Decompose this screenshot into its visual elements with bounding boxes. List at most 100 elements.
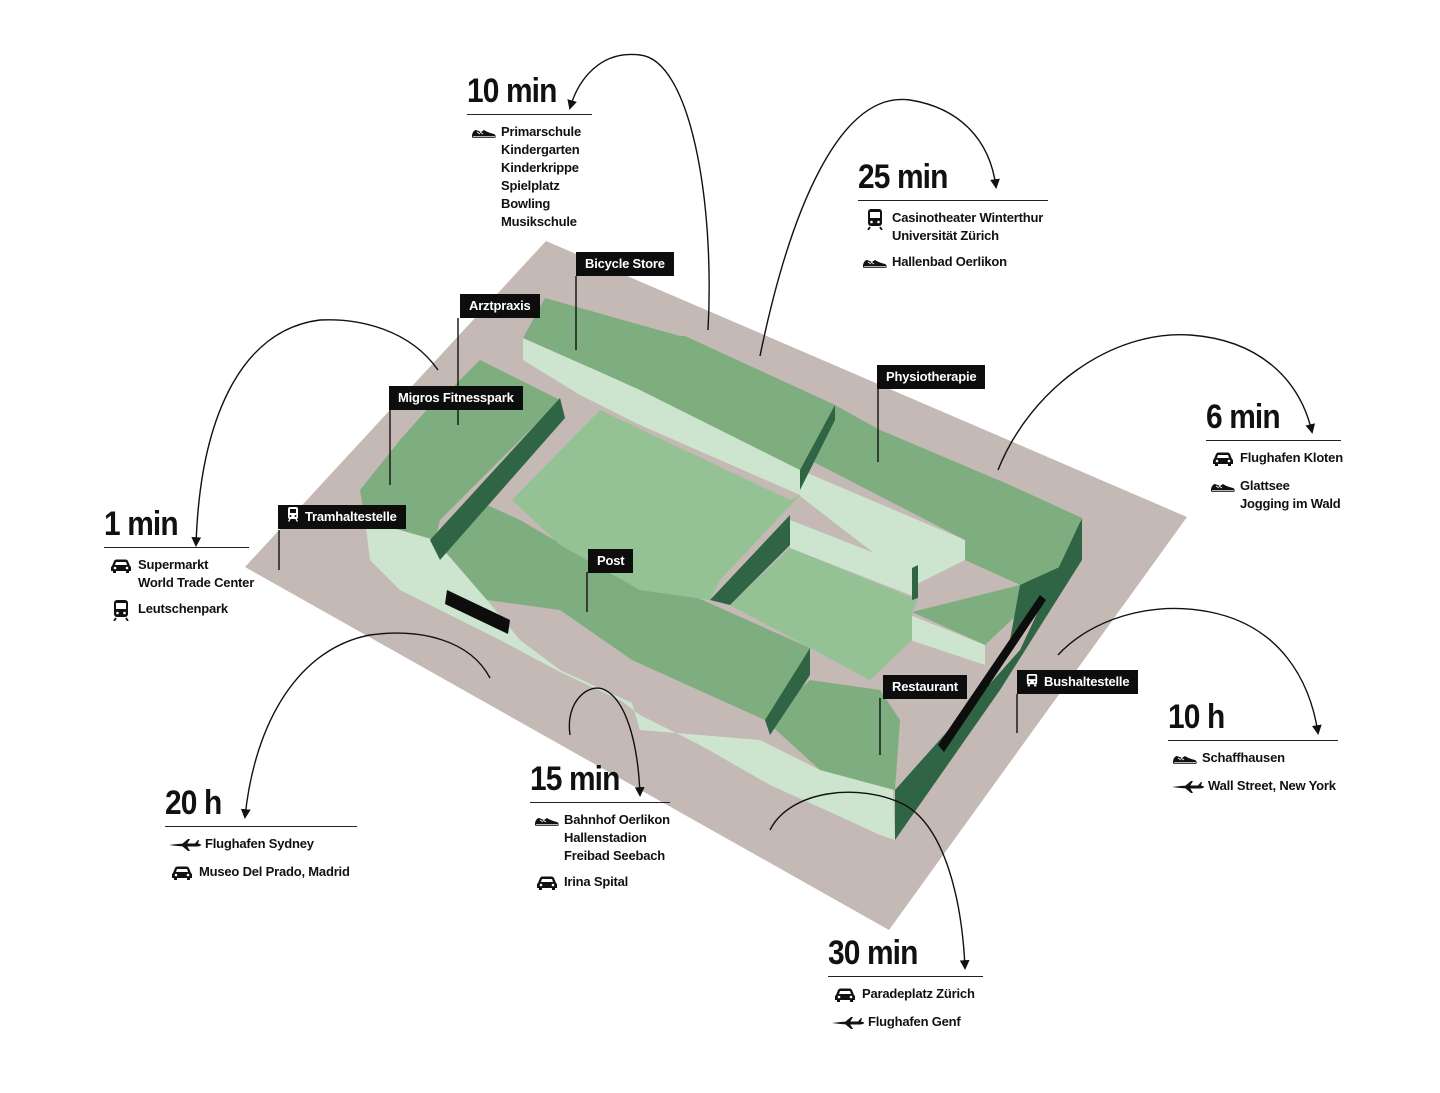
destination-list: Irina Spital	[564, 873, 628, 891]
tag-restaurant: Restaurant	[883, 675, 967, 699]
tag-bushaltestelle: Bushaltestelle	[1017, 670, 1139, 695]
group-10h: 10 h Schaffhausen Wall Street, New York	[1168, 698, 1338, 805]
mode-row: Museo Del Prado, Madrid	[165, 863, 357, 883]
heading-rule	[530, 802, 670, 803]
tag-label: Bicycle Store	[585, 256, 665, 271]
destination-item: Musikschule	[501, 214, 577, 229]
arcade-slot	[938, 595, 1046, 752]
destination-item: Flughafen Kloten	[1240, 450, 1343, 465]
destination-item: Freibad Seebach	[564, 848, 666, 863]
tag-tramhaltestelle: Tramhaltestelle	[278, 505, 406, 529]
travel-time-heading: 15 min	[530, 760, 620, 798]
arc-6min	[997, 334, 1316, 471]
mode-row: Hallenbad Oerlikon	[858, 253, 1048, 273]
destination-item: Glattsee	[1240, 478, 1290, 493]
heading-rule	[1168, 740, 1338, 741]
destination-item: Irina Spital	[564, 874, 629, 889]
mode-row: Flughafen Genf	[828, 1013, 983, 1033]
airplane-icon	[165, 835, 205, 855]
arc-10min	[567, 53, 710, 331]
destination-item: Bahnhof Oerlikon	[564, 812, 670, 827]
heading-rule	[104, 547, 249, 548]
car-icon	[530, 873, 564, 893]
heading-rule	[858, 200, 1048, 201]
destination-list: Flughafen Kloten	[1240, 449, 1343, 467]
arc-20h	[240, 632, 491, 819]
mode-row: Flughafen Kloten	[1206, 449, 1343, 469]
destination-item: Supermarkt	[138, 557, 209, 572]
destination-item: Casinotheater Winterthur	[892, 210, 1044, 225]
tag-label: Restaurant	[892, 679, 958, 694]
arc-10h	[1057, 607, 1322, 735]
destination-list: Wall Street, New York	[1208, 777, 1336, 795]
car-icon	[104, 556, 138, 576]
mode-row: Leutschenpark	[104, 600, 249, 621]
walking-shoe-icon	[530, 811, 564, 831]
tag-label: Post	[597, 553, 625, 568]
tram-icon	[104, 600, 138, 621]
destination-item: Flughafen Genf	[868, 1014, 961, 1029]
tag-label: Physiotherapie	[886, 369, 977, 384]
destination-list: Flughafen Sydney	[205, 835, 314, 853]
destination-item: Universität Zürich	[892, 228, 999, 243]
destination-item: World Trade Center	[138, 575, 255, 590]
destination-list: Hallenbad Oerlikon	[892, 253, 1007, 271]
bus-icon	[1026, 671, 1038, 695]
travel-time-heading: 25 min	[858, 158, 948, 196]
tag-label: Migros Fitnesspark	[398, 390, 514, 405]
travel-time-heading: 1 min	[104, 505, 179, 543]
heading-rule	[1206, 440, 1341, 441]
travel-time-heading: 20 h	[165, 784, 222, 822]
building-facades-light	[365, 338, 985, 840]
group-30min: 30 min Paradeplatz Zürich Flughafen Genf	[828, 934, 983, 1041]
destination-item: Hallenbad Oerlikon	[892, 254, 1007, 269]
travel-arcs	[191, 53, 1322, 970]
destination-item: Wall Street, New York	[1208, 778, 1336, 793]
arc-25min	[759, 98, 1000, 357]
destination-item: Hallenstadion	[564, 830, 647, 845]
airplane-icon	[828, 1013, 868, 1033]
heading-rule	[165, 826, 357, 827]
destination-item: Primarschule	[501, 124, 581, 139]
tag-post: Post	[588, 549, 634, 573]
tag-bicycle-store: Bicycle Store	[576, 252, 674, 276]
group-20h: 20 h Flughafen Sydney Museo Del Prado, M…	[165, 784, 357, 891]
travel-time-heading: 30 min	[828, 934, 918, 972]
destination-item: Schaffhausen	[1202, 750, 1285, 765]
tag-arztpraxis: Arztpraxis	[460, 294, 540, 318]
courtyard-roofs	[512, 410, 918, 680]
destination-list: Leutschenpark	[138, 600, 228, 618]
tag-label: Arztpraxis	[469, 298, 531, 313]
car-icon	[828, 985, 862, 1005]
destination-item: Leutschenpark	[138, 601, 228, 616]
heading-rule	[828, 976, 983, 977]
destination-list: Flughafen Genf	[868, 1013, 961, 1031]
destination-item: Bowling	[501, 196, 551, 211]
tag-migros-fitnesspark: Migros Fitnesspark	[389, 386, 523, 410]
destination-item: Flughafen Sydney	[205, 836, 314, 851]
walking-shoe-icon	[1206, 477, 1240, 497]
travel-time-heading: 6 min	[1206, 398, 1281, 436]
arc-1min	[191, 319, 439, 547]
arc-15min	[568, 687, 645, 797]
heading-rule	[467, 114, 592, 115]
arc-30min	[769, 791, 970, 970]
walking-shoe-icon	[858, 253, 892, 273]
tag-pins	[278, 276, 1018, 755]
